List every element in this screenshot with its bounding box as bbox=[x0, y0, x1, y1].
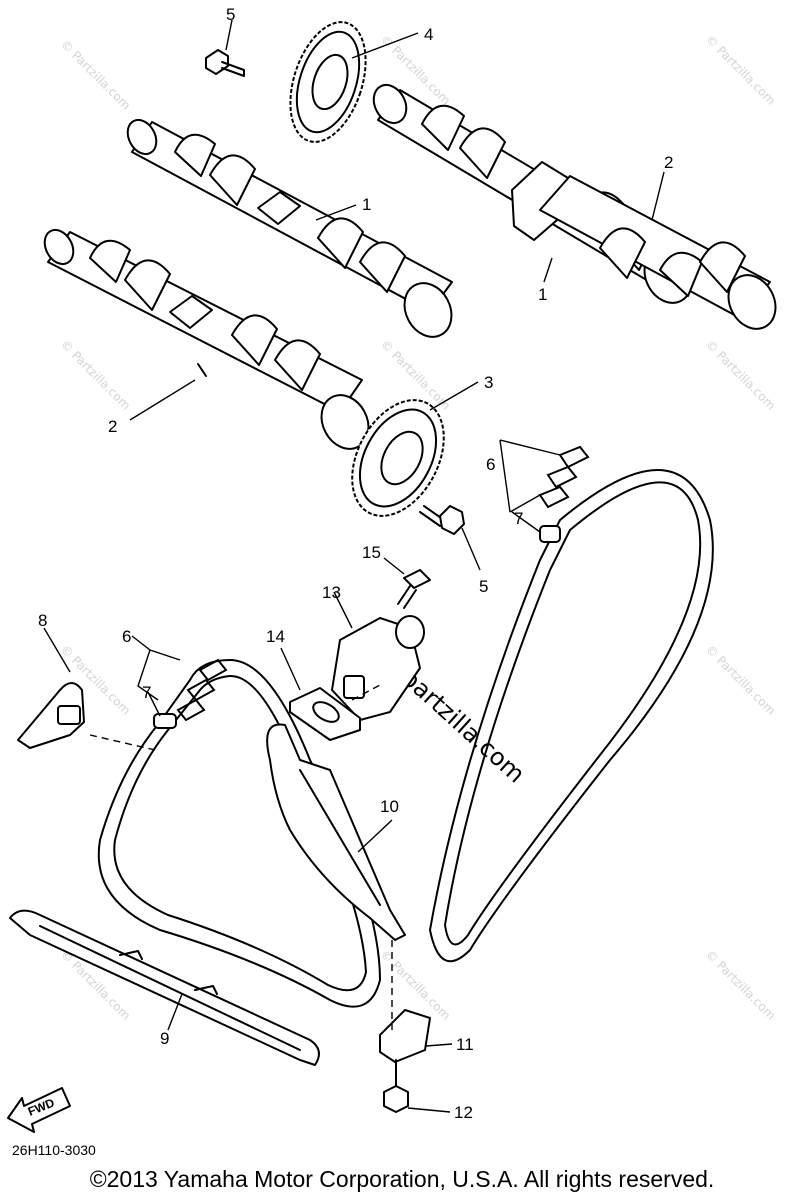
watermark: © Partzilla.com bbox=[58, 337, 133, 412]
watermark: © Partzilla.com bbox=[703, 337, 778, 412]
alignment-line bbox=[351, 684, 381, 701]
leader-lines bbox=[43, 19, 665, 1113]
watermark: © Partzilla.com bbox=[703, 947, 778, 1022]
callouts: 1 1 2 2 3 4 5 5 6 6 7 7 8 9 10 11 12 13 … bbox=[38, 5, 673, 1122]
callout-label: 10 bbox=[380, 797, 399, 816]
watermark: © Partzilla.com bbox=[58, 37, 133, 112]
watermark: © Partzilla.com bbox=[703, 32, 778, 107]
camshaft-middle bbox=[126, 118, 453, 338]
chain-tensioner bbox=[331, 615, 425, 721]
cam-chain-left bbox=[97, 658, 382, 1008]
cam-sprocket-upper bbox=[289, 21, 367, 143]
cam-chain-right bbox=[428, 445, 714, 963]
callout-label: 1 bbox=[362, 195, 371, 214]
callout-label: 6 bbox=[122, 627, 131, 646]
watermark-large: partzilla.com bbox=[396, 664, 530, 789]
cam-sprocket-lower bbox=[351, 399, 445, 517]
callout-label: 7 bbox=[514, 509, 523, 528]
callout-label: 3 bbox=[484, 373, 493, 392]
callout-label: 6 bbox=[486, 455, 495, 474]
callout-label: 1 bbox=[538, 285, 547, 304]
callout-label: 2 bbox=[108, 417, 117, 436]
callout-label: 11 bbox=[456, 1035, 474, 1054]
copyright-notice: ©2013 Yamaha Motor Corporation, U.S.A. A… bbox=[89, 1166, 715, 1192]
watermark: © Partzilla.com bbox=[703, 642, 778, 717]
sprocket-bolt-upper bbox=[205, 49, 245, 77]
watermarks: © Partzilla.com © Partzilla.com © Partzi… bbox=[58, 32, 778, 1022]
camshaft-far-rear bbox=[539, 175, 777, 330]
camshaft-front bbox=[43, 228, 370, 450]
tensioner-gasket bbox=[289, 687, 361, 741]
callout-label: 14 bbox=[266, 627, 285, 646]
chain-guide-lower bbox=[9, 909, 320, 1066]
diagram-reference-code: 26H110-3030 bbox=[12, 1142, 96, 1158]
sprocket-bolt-lower bbox=[419, 505, 465, 535]
callout-label: 13 bbox=[322, 583, 341, 602]
callout-label: 12 bbox=[454, 1103, 473, 1122]
tensioner-bolt bbox=[397, 569, 431, 609]
callout-label: 9 bbox=[160, 1029, 169, 1048]
callout-label: 7 bbox=[142, 683, 151, 702]
callout-label: 5 bbox=[479, 577, 488, 596]
guide-stopper bbox=[379, 1009, 431, 1063]
callout-label: 8 bbox=[38, 611, 47, 630]
stopper-bolt bbox=[383, 1059, 409, 1113]
callout-label: 15 bbox=[362, 543, 381, 562]
guide-bracket bbox=[17, 682, 85, 749]
callout-label: 2 bbox=[664, 153, 673, 172]
callout-label: 4 bbox=[424, 25, 433, 44]
forward-arrow-icon: FWD bbox=[7, 1087, 71, 1133]
callout-label: 5 bbox=[226, 5, 235, 24]
chain-guide-tensioner-side bbox=[266, 723, 406, 941]
